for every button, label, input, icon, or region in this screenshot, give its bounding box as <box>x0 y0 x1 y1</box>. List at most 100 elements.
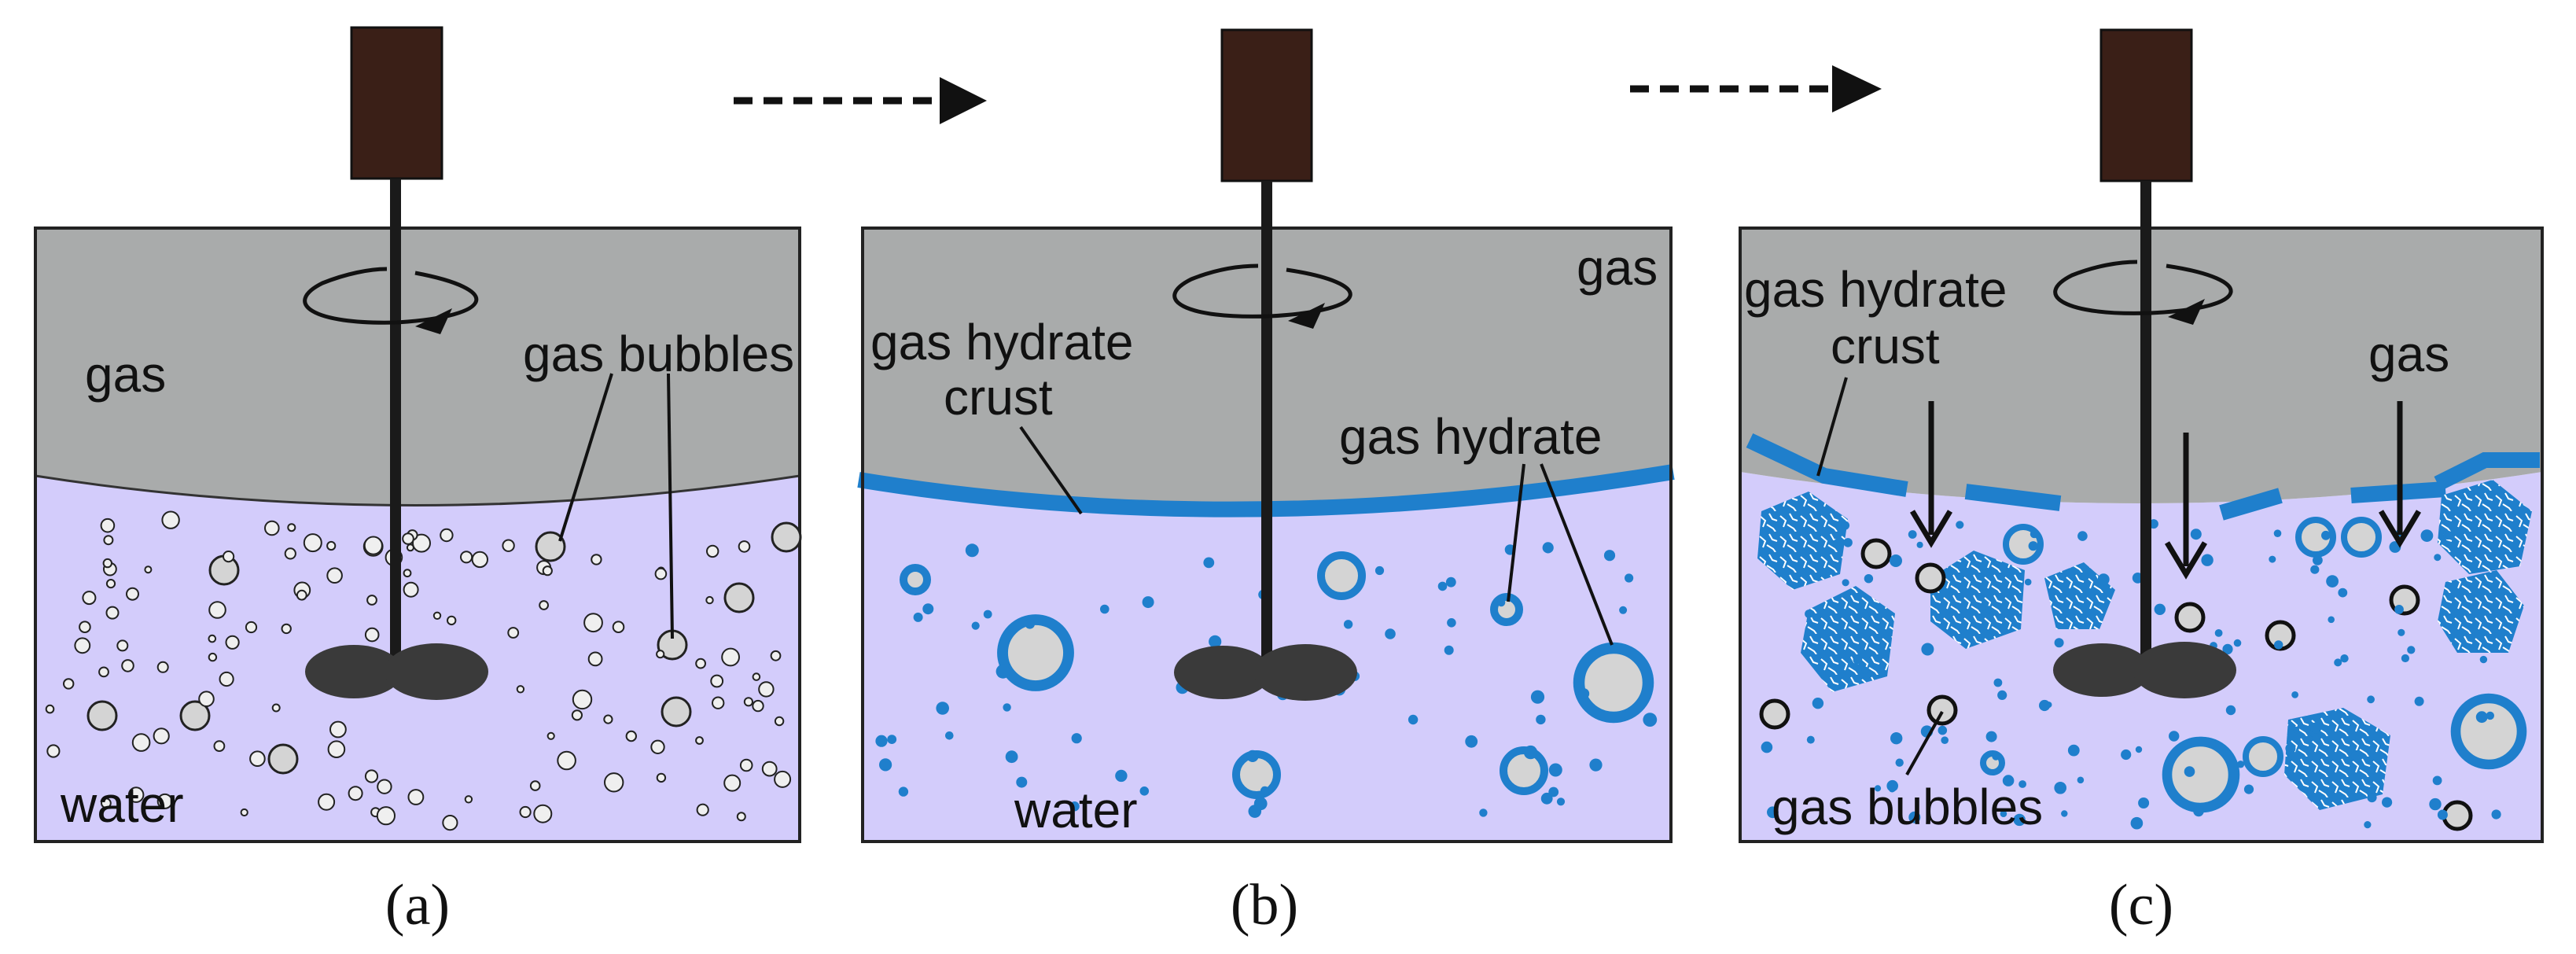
hydrate-particle <box>1805 610 1813 618</box>
hydrate-particle <box>1908 811 1921 823</box>
gas-bubble-icon <box>736 812 746 822</box>
crust-label-line2: crust <box>1831 318 1940 374</box>
hydrate-particle <box>1841 521 1850 530</box>
hydrate-particle <box>1203 557 1215 569</box>
gas-bubble-icon <box>774 716 785 727</box>
water-label: water <box>1014 782 1138 838</box>
gas-bubble-icon <box>406 543 414 552</box>
hydrate-particle <box>1523 745 1538 760</box>
gas-region <box>35 228 800 506</box>
gas-bubble-icon <box>739 758 753 772</box>
gas-bubble-icon <box>249 750 266 768</box>
gas-bubble-icon <box>464 795 473 804</box>
gas-bubble-icon <box>326 567 343 584</box>
hydrate-shell-icon <box>997 614 1074 691</box>
hydrate-particle <box>1444 645 1454 655</box>
gas-bubble-icon <box>721 647 740 667</box>
gas-bubble-icon <box>572 689 593 710</box>
gas-bubble-icon <box>712 696 725 709</box>
gas-label: gas <box>85 346 166 403</box>
crust-label-line2: crust <box>944 369 1053 425</box>
hydrate-particle <box>2190 529 2202 540</box>
hydrate-shell-icon <box>2243 736 2283 777</box>
hydrate-particle <box>1619 606 1628 614</box>
gas-bubble-icon <box>267 743 299 775</box>
gas-bubble-icon <box>761 761 778 777</box>
hydrate-particle <box>1016 776 1028 788</box>
hydrate-particle <box>2077 776 2085 784</box>
gas-hydrate-pointer <box>1540 463 1614 646</box>
hydrate-particle <box>2401 654 2409 663</box>
gas-bubble-icon <box>696 803 709 816</box>
hydrate-particle <box>1100 604 1110 614</box>
gas-bubble-icon <box>366 595 377 606</box>
hydrate-particle <box>2291 691 2299 698</box>
hydrate-particle <box>1548 786 1559 797</box>
hydrate-particle <box>2340 654 2349 663</box>
hydrate-particle <box>1445 576 1456 588</box>
gas-bubble-icon <box>364 769 379 783</box>
gas-bubble-icon <box>542 565 553 576</box>
hydrate-particle <box>2486 711 2494 720</box>
gas-bubbles-label: gas bubbles <box>1772 779 2043 835</box>
gas-bubble-icon <box>363 536 383 555</box>
hydrate-particle <box>995 664 1010 679</box>
hydrate-particle <box>1465 735 1478 748</box>
gas-bubble-icon <box>161 510 180 529</box>
transition-arrow-b-c <box>1630 65 1882 112</box>
gas-bubble-icon <box>318 793 336 811</box>
gas-bubble-icon <box>771 521 802 553</box>
gas-bubble-icon <box>695 736 704 745</box>
hydrate-particle <box>1862 610 1869 618</box>
gas-bubble-icon <box>208 634 217 643</box>
impeller-icon <box>1174 644 1357 701</box>
gas-bubble-icon <box>774 770 792 788</box>
hydrate-particle <box>2169 731 2180 742</box>
hydrate-particle <box>1806 735 1815 744</box>
gas-bubble-icon <box>240 808 248 817</box>
hydrate-particle <box>1842 579 1849 587</box>
hydrate-particle <box>1343 620 1353 629</box>
hydrate-particle <box>2081 573 2089 581</box>
gas-bubbles-pointer <box>558 373 613 542</box>
hydrate-particle <box>2414 696 2424 706</box>
hydrate-cluster-icon <box>1757 492 1848 590</box>
hydrate-particle <box>2000 810 2007 817</box>
rotation-arrowhead-icon <box>1288 303 1325 329</box>
gas-bubble-icon <box>329 720 347 739</box>
hydrate-particle <box>1260 786 1270 796</box>
hydrate-particle <box>2002 775 2015 786</box>
gas-bubbles-pointer <box>667 373 674 639</box>
hydrate-particle <box>1843 538 1853 547</box>
hydrate-particle <box>1886 779 1898 792</box>
gas-bubble-icon <box>695 657 706 669</box>
hydrate-particle <box>1997 690 2007 701</box>
hydrate-particle <box>1447 618 1456 628</box>
gas-bubble-icon <box>127 786 145 803</box>
hydrate-particle <box>2236 761 2245 768</box>
hydrate-particle <box>1864 574 1874 584</box>
stirrer <box>1172 28 1357 701</box>
rotation-arrow-icon <box>1172 263 1352 319</box>
gas-bubble-icon <box>156 661 169 673</box>
hydrate-particle <box>2334 658 2342 667</box>
gas-bubble-icon <box>144 565 153 574</box>
gas-bubble-icon <box>98 666 109 678</box>
hydrate-particle <box>2130 816 2144 830</box>
crust-segment <box>2219 488 2283 521</box>
gas-bubble-icon <box>105 606 120 620</box>
hydrate-particle <box>2434 554 2442 562</box>
gas-bubble-icon <box>403 569 412 578</box>
hydrate-particle <box>1142 596 1154 609</box>
hydrate-particle <box>1861 666 1869 674</box>
hydrate-particle <box>1812 698 1824 709</box>
hydrate-particle <box>1374 565 1385 576</box>
gas-bubble-icon <box>1915 562 1946 594</box>
hydrate-particle <box>1908 530 1917 539</box>
gas-bubble-icon <box>105 579 116 589</box>
gas-bubble-icon <box>471 551 488 569</box>
gas-bubble-icon <box>1926 694 1958 726</box>
gas-bubble-icon <box>743 697 754 707</box>
hydrate-particle <box>2121 749 2132 761</box>
gas-bubble-icon <box>723 582 755 613</box>
